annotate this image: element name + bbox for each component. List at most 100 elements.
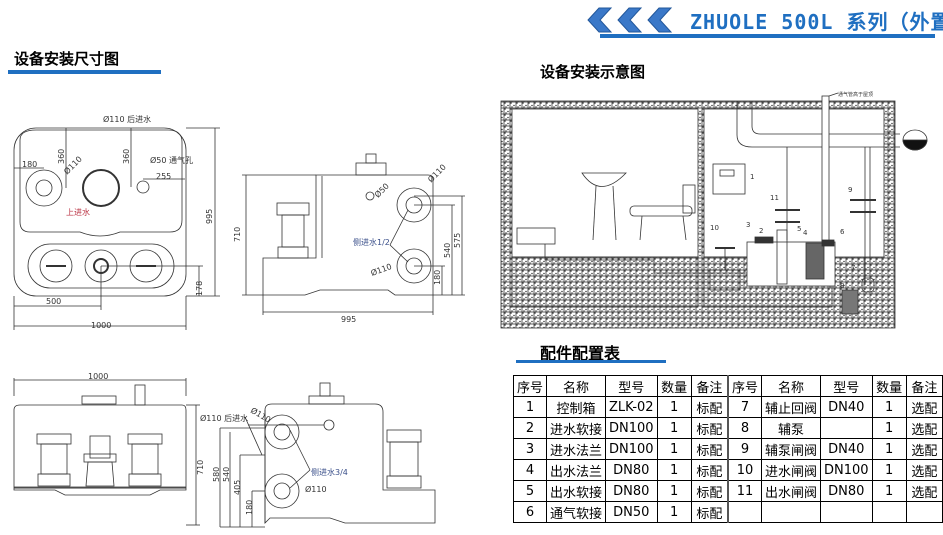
header-cell: 名称 — [546, 375, 607, 397]
dimension-drawing-title: 设备安装尺寸图 — [14, 50, 120, 68]
table-cell: 出水软接 — [546, 480, 607, 502]
table-cell: 1 — [871, 438, 907, 460]
table-cell — [871, 501, 907, 523]
table-cell: 辅泵闸阀 — [760, 438, 822, 460]
callout-4: 4 — [803, 229, 808, 237]
dim-710: 710 — [233, 227, 242, 242]
table-cell: 标配 — [690, 501, 729, 523]
label-inlet-dia-top: Ø110 — [426, 162, 448, 184]
table-cell: 1 — [656, 480, 692, 502]
dim-360: 360 — [57, 149, 66, 164]
dim-540: 540 — [443, 243, 452, 258]
title-underline — [8, 70, 161, 74]
table-cell: 进水软接 — [546, 417, 607, 439]
table-cell — [820, 501, 873, 523]
dim-405: 405 — [233, 480, 242, 495]
callout-3: 3 — [746, 221, 750, 229]
table-cell: 1 — [656, 438, 692, 460]
header-cell: 名称 — [760, 375, 822, 397]
side-view-drawing — [242, 153, 465, 315]
label-vent-note: 通气管高于屋顶 — [838, 91, 873, 98]
header-cell: 数量 — [656, 375, 692, 397]
header-cell: 数量 — [871, 375, 907, 397]
table-cell: DN40 — [820, 438, 873, 460]
table-cell: 辅止回阀 — [760, 396, 822, 418]
table-cell: DN100 — [605, 438, 658, 460]
side-view-2-drawing — [219, 382, 436, 528]
label-inlet-dia-bottom: Ø110 — [305, 484, 327, 494]
chevron-arrows-icon — [587, 7, 673, 33]
table-cell: 选配 — [905, 438, 943, 460]
table-cell: 6 — [512, 501, 548, 523]
dim-710: 710 — [196, 460, 205, 475]
table-cell: 控制箱 — [546, 396, 607, 418]
header-cell: 序号 — [512, 375, 548, 397]
parts-table-title: 配件配置表 — [540, 344, 621, 363]
callout-9: 9 — [848, 186, 852, 194]
table-cell: 1 — [871, 396, 907, 418]
table-cell: 标配 — [690, 438, 729, 460]
front-view-drawing — [13, 378, 200, 526]
table-cell: 10 — [727, 459, 762, 481]
table-cell: 9 — [727, 438, 762, 460]
table-cell: 4 — [512, 459, 548, 481]
dim-995: 995 — [341, 315, 356, 324]
table-cell: 1 — [656, 459, 692, 481]
table-cell: 标配 — [690, 417, 729, 439]
callout-8: 8 — [840, 282, 844, 290]
label-top-inlet: 上进水 — [66, 207, 90, 217]
table-cell: 11 — [727, 480, 762, 502]
label-inlet-dia-top: Ø110 — [249, 405, 273, 424]
table-cell: 1 — [871, 459, 907, 481]
callout-5: 5 — [797, 225, 801, 233]
table-cell — [905, 501, 943, 523]
top-view-drawing — [13, 127, 220, 330]
table-cell: 1 — [656, 417, 692, 439]
table-cell: 出水法兰 — [546, 459, 607, 481]
dim-995: 995 — [205, 209, 214, 224]
title-underline — [516, 360, 666, 363]
callout-10: 10 — [710, 224, 719, 232]
dim-180: 180 — [245, 500, 254, 515]
installation-diagram — [500, 92, 928, 329]
dim-540: 540 — [222, 467, 231, 482]
table-cell: 3 — [512, 438, 548, 460]
table-cell: 选配 — [905, 480, 943, 502]
label-vent-dia: Ø50 — [372, 181, 391, 200]
table-cell: DN100 — [820, 459, 873, 481]
table-cell: 选配 — [905, 396, 943, 418]
table-cell: DN40 — [820, 396, 873, 418]
table-cell: 2 — [512, 417, 548, 439]
header-cell: 备注 — [690, 375, 729, 397]
table-cell: 标配 — [690, 396, 729, 418]
table-cell: 1 — [871, 417, 907, 439]
callout-6: 6 — [840, 228, 845, 236]
header-divider — [600, 34, 935, 38]
header-title: ZHUOLE 500L 系列（外置） — [690, 10, 943, 34]
dim-1000: 1000 — [91, 321, 111, 330]
table-cell: 7 — [727, 396, 762, 418]
install-diagram-title: 设备安装示意图 — [540, 63, 646, 81]
header-cell: 型号 — [820, 375, 873, 397]
table-cell — [760, 501, 822, 523]
label-rear-inlet: Ø110 后进水 — [103, 114, 151, 124]
dim-1000: 1000 — [88, 372, 108, 381]
table-header-row: 序号 名称 型号 数量 备注 序号 名称 型号 数量 备注 — [512, 375, 943, 397]
table-cell: DN100 — [605, 417, 658, 439]
dim-575: 575 — [453, 233, 462, 248]
header-cell: 型号 — [605, 375, 658, 397]
table-cell: 进水法兰 — [546, 438, 607, 460]
table-cell: DN80 — [820, 480, 873, 502]
table-cell: 进水闸阀 — [760, 459, 822, 481]
table-cell: 标配 — [690, 480, 729, 502]
table-cell: DN80 — [605, 480, 658, 502]
table-cell: DN50 — [605, 501, 658, 523]
table-cell: 1 — [656, 396, 692, 418]
table-cell: 1 — [512, 396, 548, 418]
table-cell: 5 — [512, 480, 548, 502]
table-cell: 1 — [656, 501, 692, 523]
table-cell: 辅泵 — [760, 417, 822, 439]
